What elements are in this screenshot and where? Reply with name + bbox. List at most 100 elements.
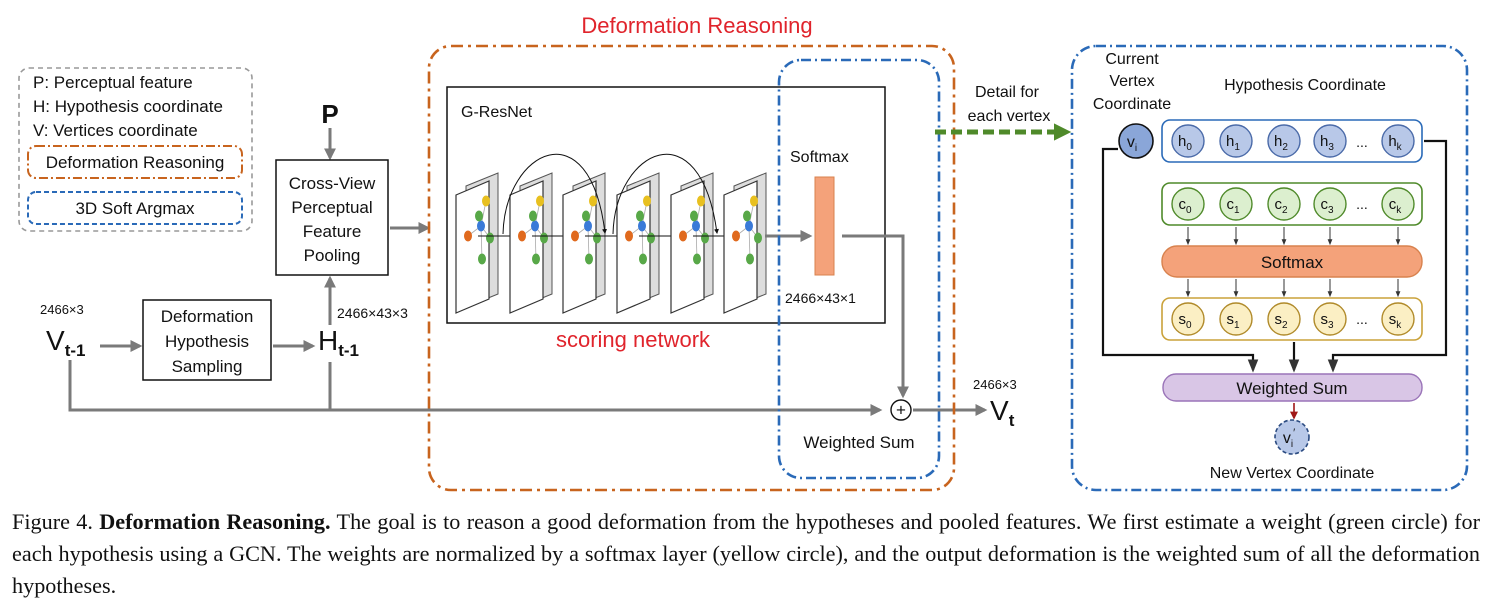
legend-item-hypothesis: H: Hypothesis coordinate [33,97,223,116]
gcn-node [584,220,592,232]
gcn-layer-6 [723,172,767,314]
s-node-label-1: s1 [1226,311,1240,331]
s-node-label-2: s2 [1274,311,1288,331]
h-to-sum-line [1327,139,1448,373]
h-node-0 [1171,124,1205,158]
softmax-detail-bar [1161,245,1423,278]
h-ellipsis: ... [1356,134,1368,150]
softmax-detail-label: Softmax [1261,253,1324,272]
h-node-label-1: h1 [1226,133,1240,153]
c-node-label-1: c1 [1226,196,1240,216]
skip-connection-line [68,360,883,416]
v-i-node [1118,123,1154,159]
gcn-node [464,230,472,242]
gcn-edge [480,225,483,260]
detail-label-2: each vertex [968,108,1051,125]
gcn-node [679,230,687,242]
gcn-node [478,253,486,265]
scoring-network-label: scoring network [556,327,711,352]
c-ellipsis: ... [1356,196,1368,212]
legend-deformation-swatch [27,145,243,179]
hypothesis-coordinate-label: Hypothesis Coordinate [1224,77,1386,94]
v-out-dim: 2466×3 [973,377,1017,392]
legend-argmax-swatch [27,191,243,225]
current-label-2: Vertex [1109,73,1154,90]
detail-box [1070,44,1469,492]
gcn-node [732,230,740,242]
deformation-reasoning: Deformation Reasoning G-ResNet Softmax 2… [427,13,956,492]
c-node-2 [1267,187,1301,221]
gcn-node [477,220,485,232]
s-node-0 [1171,302,1205,336]
gcn-edge [695,225,698,260]
detail-panel: Current Vertex Coordinate Hypothesis Coo… [1070,44,1469,492]
gcn-node [690,210,698,222]
pooling-line-2: Perceptual [291,198,372,217]
gcn-node [746,253,754,265]
plus-circle [890,399,912,421]
gcn-node [475,210,483,222]
gcn-node [639,253,647,265]
s-node-label-3: s3 [1320,311,1334,331]
h-prev-dim: 2466×43×3 [337,305,408,321]
gcn-edge [587,225,590,260]
gcn-node [754,232,762,244]
gcn-node [692,220,700,232]
gcn-edge [641,225,644,260]
h-node-3 [1313,124,1347,158]
sampling-line-3: Sampling [172,357,243,376]
v-i-node-label: vi [1127,134,1137,154]
c-node-label-0: c0 [1178,196,1192,216]
pooling-line-3: Feature [303,222,362,241]
h-node-2 [1267,124,1301,158]
gcn-layer-5 [670,172,739,314]
legend: P: Perceptual feature H: Hypothesis coor… [18,67,253,232]
s-ellipsis: ... [1356,311,1368,327]
weighted-sum-detail-label: Weighted Sum [1236,379,1347,398]
gcn-node [745,220,753,232]
new-vertex-node-label: vi′ [1283,427,1295,450]
diagram: P: Perceptual feature H: Hypothesis coor… [18,13,1469,492]
c-node-k [1381,187,1415,221]
weight-to-softmax-arrows [1185,227,1401,246]
softmax-bar [814,176,835,276]
pooling-box [275,159,389,276]
softmax-to-score-arrows [1185,279,1401,298]
gresnet-label: G-ResNet [461,104,533,121]
weighted-sum-detail-bar [1162,373,1423,402]
c-node-0 [1171,187,1205,221]
h-node-label-3: h3 [1320,133,1334,153]
s-node-2 [1267,302,1301,336]
plus-symbol: + [896,401,906,420]
residual-arc-1 [502,153,608,235]
v-prev-dim: 2466×3 [40,302,84,317]
gcn-node [593,232,601,244]
current-label-3: Coordinate [1093,96,1171,113]
sampling-line-2: Hypothesis [165,332,249,351]
pooling-line-1: Cross-View [289,174,376,193]
legend-item-vertices: V: Vertices coordinate [33,121,198,140]
c-node-3 [1313,187,1347,221]
h-node-label-2: h2 [1274,133,1288,153]
gcn-node [743,210,751,222]
legend-deformation-label: Deformation Reasoning [46,153,225,172]
gcn-node [571,230,579,242]
legend-item-perceptual: P: Perceptual feature [33,73,193,92]
h-node-label-0: h0 [1178,133,1192,153]
gcn-node [638,220,646,232]
c-node-1 [1219,187,1253,221]
current-label-1: Current [1105,51,1159,68]
softmax-label: Softmax [790,149,849,166]
sampling-line-1: Deformation [161,307,254,326]
gcn-node [518,230,526,242]
caption-text: The goal is to reason a good deformation… [12,509,1480,598]
gcn-node [532,253,540,265]
gcn-layer-1 [455,172,525,314]
gcn-node [697,195,705,207]
v-prev-label: Vt-1 [46,325,85,360]
gcn-node [647,232,655,244]
gcn-layer-3 [562,172,632,314]
gcn-node [701,232,709,244]
